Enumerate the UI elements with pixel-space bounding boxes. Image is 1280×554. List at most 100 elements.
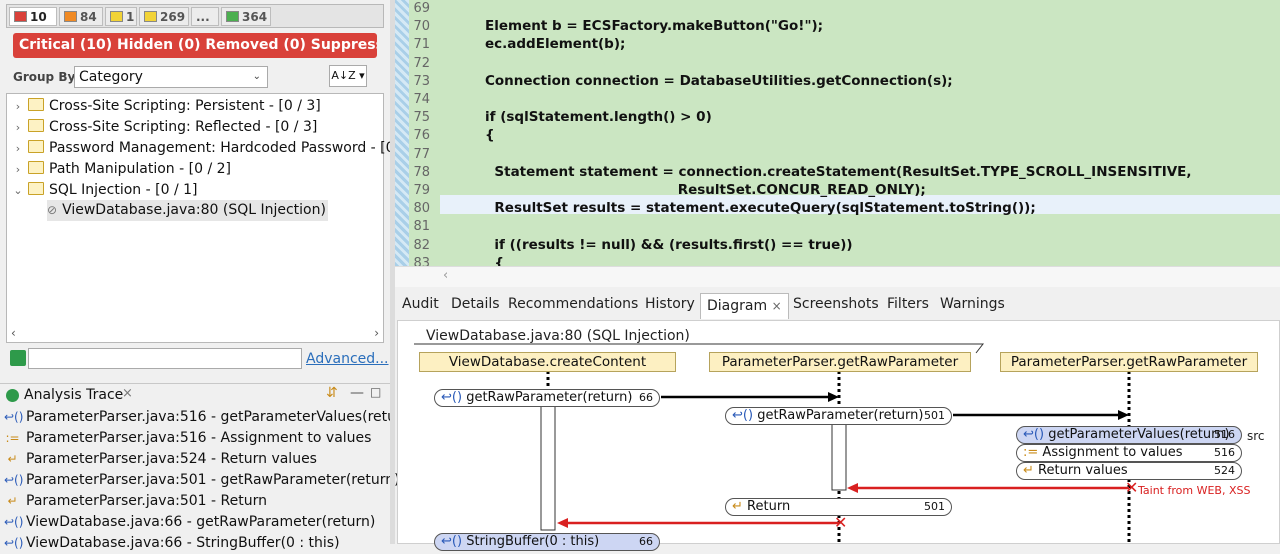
code-line[interactable]: Element b = ECSFactory.makeButton("Go!")… [485, 18, 824, 35]
tree-item-label: Path Manipulation - [0 / 2] [49, 161, 231, 177]
folder-icon [28, 182, 44, 195]
left-pane: 10 84 1 269 ... 364 Critical (10) Hidden… [0, 0, 404, 551]
taint-label: Taint from WEB, XSS [1138, 484, 1251, 497]
severity-tab-more[interactable]: ... [191, 7, 219, 26]
code-line[interactable]: Statement statement = connection.createS… [485, 163, 1192, 180]
code-editor[interactable] [395, 0, 1280, 266]
sort-az-icon[interactable]: A↓Z ▾ [329, 65, 367, 87]
maximize-icon[interactable]: □ [370, 385, 382, 399]
scroll-left-icon[interactable]: ‹ [443, 268, 449, 283]
tree-item-xss-reflected[interactable]: ›Cross-Site Scripting: Reflected - [0 / … [11, 117, 317, 138]
tab-history[interactable]: History [645, 296, 695, 312]
minimize-icon[interactable]: — [350, 385, 364, 401]
activation-bar [831, 423, 847, 491]
tab-details[interactable]: Details [451, 296, 500, 312]
editor-horizontal-scrollbar[interactable]: ‹ [395, 266, 1280, 287]
return-call-icon: ↩() [441, 390, 463, 405]
critical-banner[interactable]: Critical (10) Hidden (0) Removed (0) Sup… [13, 33, 377, 58]
code-line[interactable]: ResultSet.CONCUR_READ_ONLY); [485, 182, 926, 198]
medium-flag-icon [110, 11, 123, 22]
advanced-link[interactable]: Advanced... [306, 351, 389, 367]
search-icon[interactable] [10, 350, 26, 366]
tree-item-hardcoded-password[interactable]: ›Password Management: Hardcoded Password… [11, 138, 404, 159]
line-number: 524 [1214, 464, 1235, 477]
code-line[interactable]: { [485, 254, 505, 271]
navigate-icon[interactable]: ⇵ [326, 385, 338, 401]
arrowhead [557, 518, 568, 528]
code-line[interactable]: Connection connection = DatabaseUtilitie… [485, 72, 953, 89]
tree-horizontal-scrollbar[interactable]: ‹› [7, 326, 383, 342]
tab-diagram[interactable]: Diagram × [700, 293, 789, 319]
lane-viewdatabase[interactable]: ViewDatabase.createContent [419, 352, 676, 372]
close-icon[interactable]: × [122, 386, 133, 401]
line-number: 78 [413, 164, 430, 180]
return-call-icon: ↩() [4, 410, 24, 424]
tab-filters[interactable]: Filters [887, 296, 929, 312]
chevron-right-icon[interactable]: › [15, 142, 21, 155]
lane-parameterparser-2[interactable]: ParameterParser.getRawParameter [1000, 352, 1258, 372]
chevron-right-icon[interactable]: › [15, 121, 21, 134]
call-node[interactable]: ↩() getRawParameter(return)501 [725, 407, 952, 425]
tree-item-viewdatabase[interactable]: ⊘ViewDatabase.java:80 (SQL Injection) [47, 200, 328, 221]
tab-audit[interactable]: Audit [402, 296, 439, 312]
call-node[interactable]: ↩() StringBuffer(0 : this)66 [434, 533, 660, 551]
line-number: 501 [924, 409, 945, 422]
tab-warnings[interactable]: Warnings [940, 296, 1005, 312]
line-number: 79 [413, 183, 430, 198]
code-line[interactable]: ec.addElement(b); [485, 36, 626, 53]
severity-tab-critical[interactable]: 10 [9, 7, 57, 26]
trace-row[interactable]: ↩()ParameterParser.java:516 - getParamet… [4, 407, 396, 428]
pane-splitter[interactable] [390, 0, 395, 544]
trace-row[interactable]: ↵ ParameterParser.java:501 - Return [4, 491, 267, 512]
line-number: 72 [413, 55, 430, 71]
chevron-right-icon[interactable]: › [15, 100, 21, 113]
line-number: 501 [924, 500, 945, 513]
return-icon: ↵ [7, 494, 18, 508]
trace-row-text: ParameterParser.java:516 - getParameterV… [26, 409, 396, 425]
code-line[interactable]: ResultSet results = statement.executeQue… [485, 200, 1036, 217]
analysis-trace-icon [6, 389, 19, 402]
call-node[interactable]: ↩() getParameterValues(return)516 [1016, 426, 1242, 444]
tree-item-path-manipulation[interactable]: › Path Manipulation - [0 / 2] [11, 159, 231, 180]
tab-recommendations[interactable]: Recommendations [508, 296, 639, 312]
trace-row-text: ParameterParser.java:501 - Return [26, 493, 267, 509]
chevron-down-icon[interactable]: ⌄ [13, 184, 23, 197]
scroll-left-icon[interactable]: ‹ [11, 326, 16, 340]
code-line[interactable]: { [485, 127, 495, 144]
tab-count: 84 [80, 10, 97, 24]
scroll-right-icon[interactable]: › [374, 326, 379, 340]
code-line[interactable]: if (sqlStatement.length() > 0) [485, 109, 712, 126]
tree-item-sql-injection[interactable]: ⌄SQL Injection - [0 / 1] [11, 180, 197, 201]
diagram-title-frame [414, 343, 985, 354]
group-by-label: Group By: [13, 70, 81, 84]
arrowhead [828, 392, 839, 402]
tree-item-xss-persistent[interactable]: ›Cross-Site Scripting: Persistent - [0 /… [11, 96, 321, 117]
high-flag-icon [64, 11, 77, 22]
group-by-select[interactable]: Category⌄ [74, 66, 268, 88]
trace-row[interactable]: :=ParameterParser.java:516 - Assignment … [4, 428, 371, 449]
trace-row-text: ParameterParser.java:501 - getRawParamet… [26, 472, 400, 488]
tab-count: 1 [126, 10, 135, 24]
line-number: 516 [1214, 446, 1235, 459]
severity-tab-high[interactable]: 84 [59, 7, 103, 26]
call-node[interactable]: ↩() getRawParameter(return)66 [434, 389, 660, 407]
group-by-value: Category [79, 69, 143, 85]
tab-screenshots[interactable]: Screenshots [793, 296, 879, 312]
assignment-icon: := [1023, 445, 1039, 460]
severity-tab-all[interactable]: 364 [221, 7, 271, 26]
chevron-right-icon[interactable]: › [15, 163, 21, 176]
trace-row[interactable]: ↵ParameterParser.java:524 - Return value… [4, 449, 317, 470]
code-line[interactable]: if ((results != null) && (results.first(… [485, 236, 853, 253]
search-input[interactable] [28, 348, 302, 369]
highlighted-line [440, 195, 1280, 214]
severity-tab-medium[interactable]: 1 [105, 7, 137, 26]
close-icon[interactable]: × [771, 299, 782, 313]
trace-row[interactable]: ↩()ParameterParser.java:501 - getRawPara… [4, 470, 400, 491]
lane-parameterparser-1[interactable]: ParameterParser.getRawParameter [709, 352, 971, 372]
call-label: Return values [1038, 463, 1128, 478]
severity-tab-low[interactable]: 269 [139, 7, 189, 26]
trace-row[interactable]: ↩()ViewDatabase.java:66 - getRawParamete… [4, 512, 375, 533]
